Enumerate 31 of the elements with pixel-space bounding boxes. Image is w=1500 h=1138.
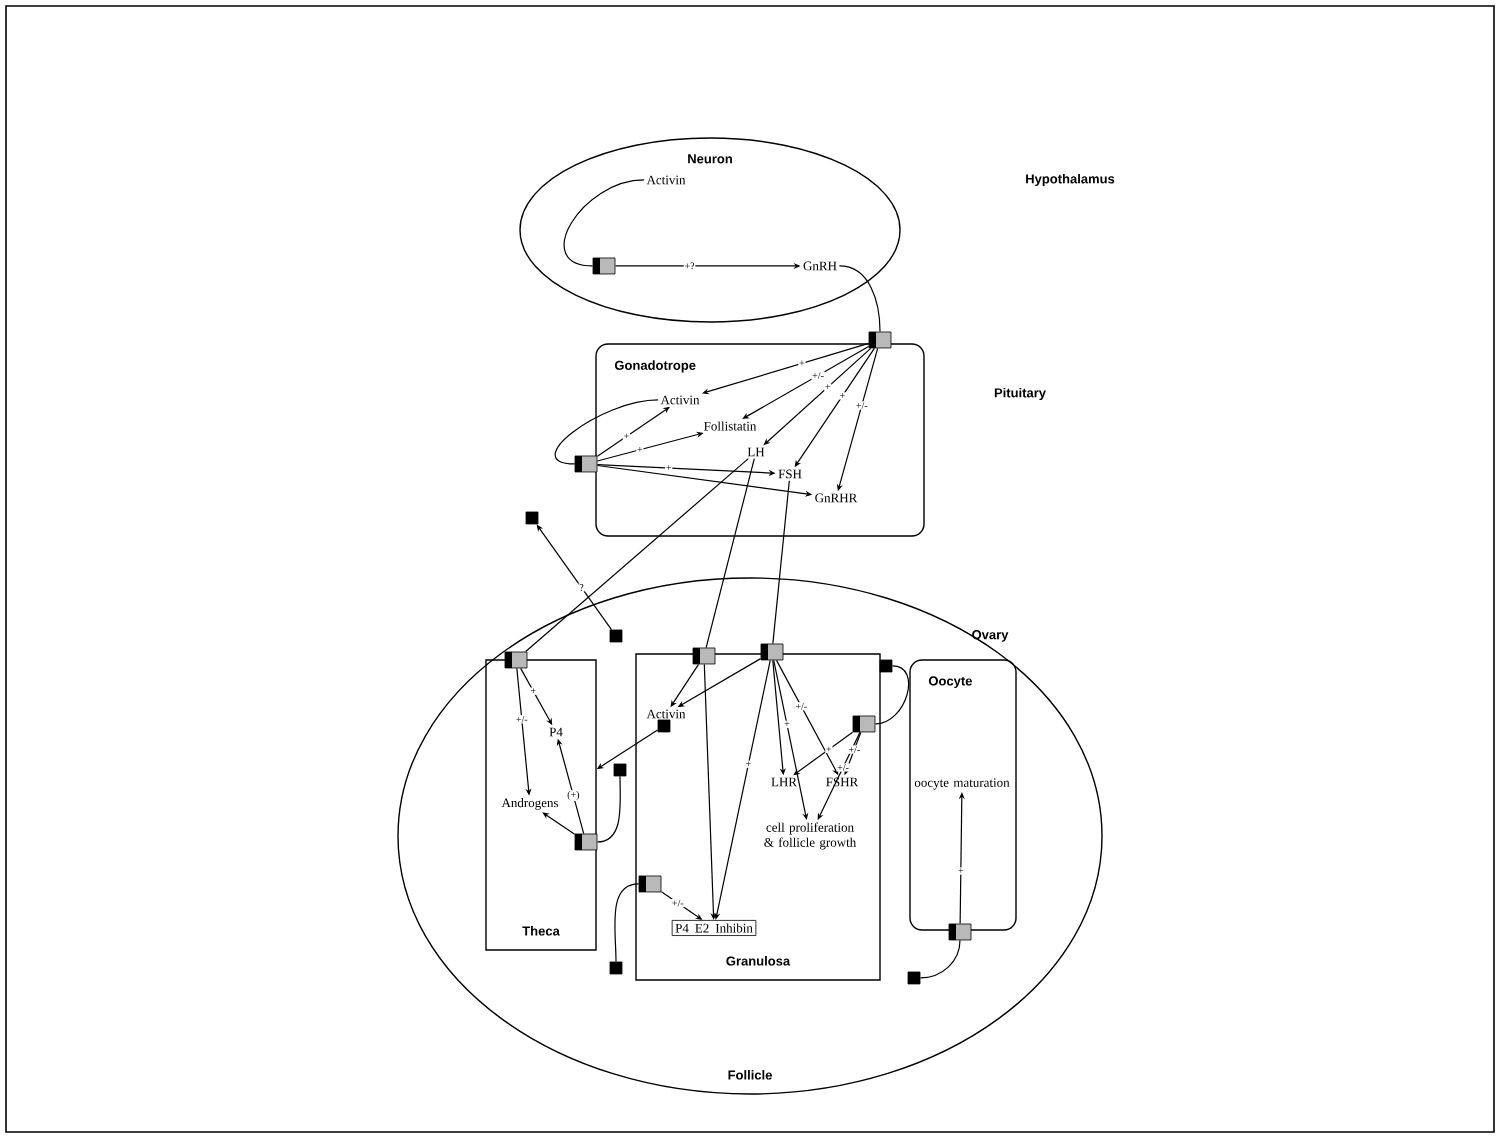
ligand-square [879,659,893,673]
connector-line [874,665,910,725]
receptor-icon [760,643,784,661]
receptor-icon [638,875,662,893]
receptor-icon [592,257,616,275]
ligand-square [525,511,539,525]
arrow [714,659,771,920]
receptor-icon [574,833,598,851]
arrow [742,345,870,419]
connector-line [563,179,645,267]
receptor-icon [948,923,972,941]
connector-line [596,775,621,843]
connector-line [614,883,640,963]
connector-line [525,458,749,653]
receptor-icon [868,331,892,349]
connector-line [705,458,755,649]
connector-line [919,939,961,979]
ligand-square [657,719,671,733]
arrow [703,663,717,920]
ligand-square [613,763,627,777]
receptor-icon [692,647,716,665]
arrow [542,812,576,835]
ligand-square [609,629,623,643]
connector-line [838,265,881,333]
receptor-icon [852,715,876,733]
connector-line [772,480,790,645]
ligand-square [907,971,921,985]
receptor-icon [504,651,528,669]
connector-line [554,399,659,465]
receptor-icon [574,455,598,473]
ligand-square [609,961,623,975]
